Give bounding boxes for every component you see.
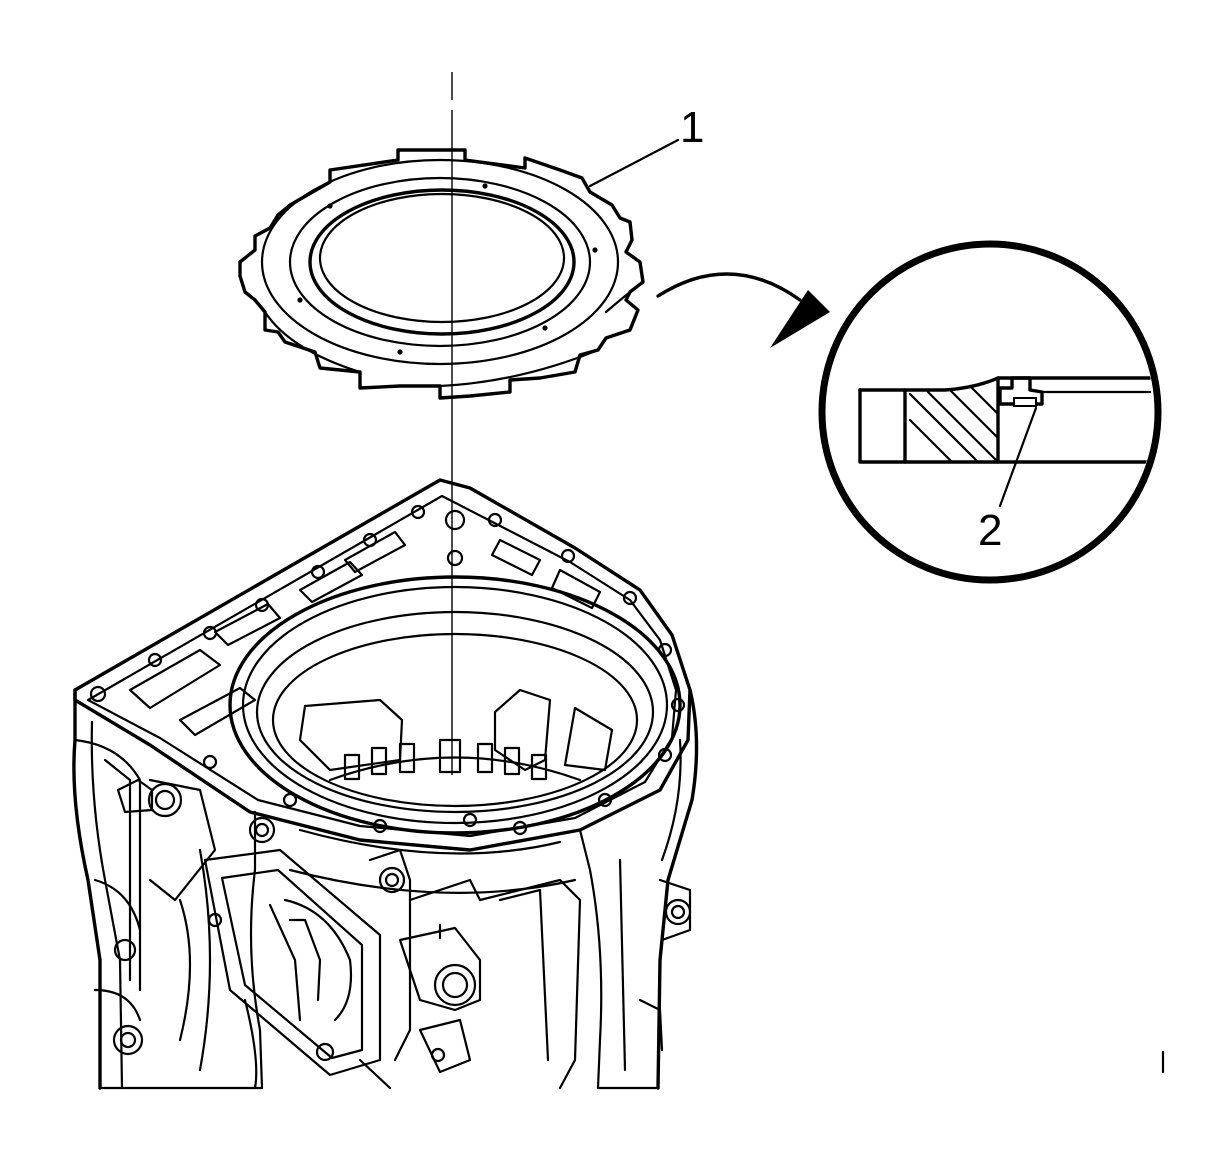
transmission-case	[72, 478, 699, 1090]
callout-2-label: 2	[978, 506, 1002, 555]
callout-1-label: 1	[680, 103, 704, 152]
toothed-ring-part	[238, 148, 645, 400]
detail-view	[818, 240, 1162, 584]
detail-arrow	[656, 272, 830, 348]
callout-2: 2	[978, 406, 1038, 555]
callout-1: 1	[588, 103, 704, 188]
